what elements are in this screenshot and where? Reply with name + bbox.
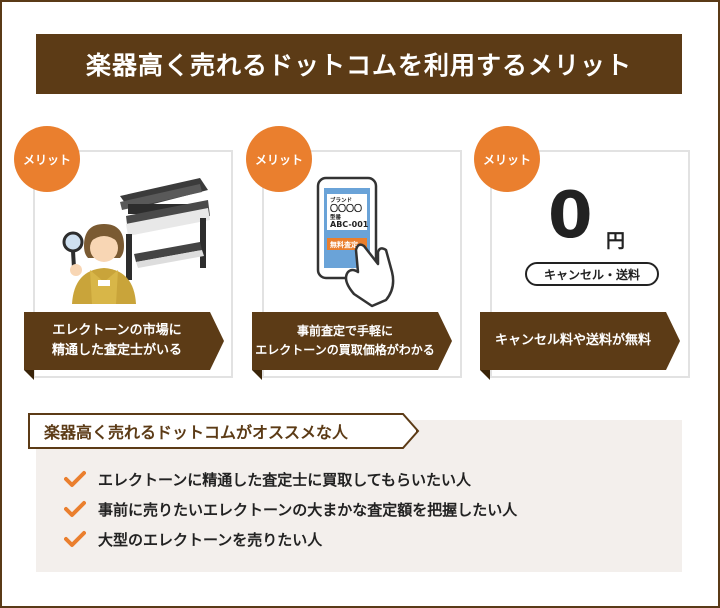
ribbon-fold-2: [252, 370, 262, 380]
list-item: 事前に売りたいエレクトーンの大まかな査定額を把握したい人: [64, 494, 517, 524]
merit-ribbon-1: エレクトーンの市場に 精通した査定士がいる: [24, 312, 224, 370]
merit-ribbon-text-3: キャンセル料や送料が無料: [494, 333, 651, 348]
price-yen: 円: [606, 230, 626, 252]
check-icon: [64, 501, 86, 517]
recommend-item-text: 大型のエレクトーンを売りたい人: [98, 530, 323, 549]
smartphone-illustration: ブランド 〇〇〇〇 型番 ABC-001 無料査定: [316, 176, 395, 308]
electone-staff-illustration: [62, 178, 210, 304]
ribbon-fold-1: [24, 370, 34, 380]
check-icon: [64, 531, 86, 547]
phone-brand-label: ブランド: [330, 196, 352, 204]
staff-person-icon: [70, 224, 136, 304]
phone-free-appraisal-button: 無料査定: [330, 240, 358, 249]
electone-icon: [120, 178, 210, 280]
phone-brand-value: 〇〇〇〇: [330, 203, 362, 213]
hand-icon: [344, 243, 395, 308]
ribbon-fold-3: [480, 370, 490, 380]
merit-ribbon-text-1: エレクトーンの市場に 精通した査定士がいる: [51, 323, 182, 358]
recommend-item-text: エレクトーンに精通した査定士に買取してもらいたい人: [98, 470, 472, 489]
cancel-shipping-pill: キャンセル・送料: [525, 262, 659, 286]
page-title: 楽器高く売れるドットコムを利用するメリット: [36, 34, 682, 94]
list-item: エレクトーンに精通した査定士に買取してもらいたい人: [64, 464, 517, 494]
merit-badge-3: メリット: [474, 126, 540, 192]
merit-ribbon-text-2: 事前査定で手軽に エレクトーンの買取価格がわかる: [255, 324, 435, 357]
merit-ribbon-2: 事前査定で手軽に エレクトーンの買取価格がわかる: [252, 312, 452, 370]
phone-model-value: ABC-001: [330, 220, 369, 229]
recommend-heading: 楽器高く売れるドットコムがオススメな人: [28, 413, 418, 449]
phone-model-label: 型番: [330, 213, 342, 221]
check-icon: [64, 471, 86, 487]
merit-badge-1: メリット: [14, 126, 80, 192]
merit-ribbon-3: キャンセル料や送料が無料: [480, 312, 680, 370]
recommend-heading-outline: [28, 413, 420, 449]
merit-badge-2: メリット: [246, 126, 312, 192]
price-zero: 0: [548, 179, 593, 253]
recommend-list: エレクトーンに精通した査定士に買取してもらいたい人 事前に売りたいエレクトーンの…: [64, 464, 517, 554]
recommend-item-text: 事前に売りたいエレクトーンの大まかな査定額を把握したい人: [98, 500, 518, 519]
list-item: 大型のエレクトーンを売りたい人: [64, 524, 517, 554]
